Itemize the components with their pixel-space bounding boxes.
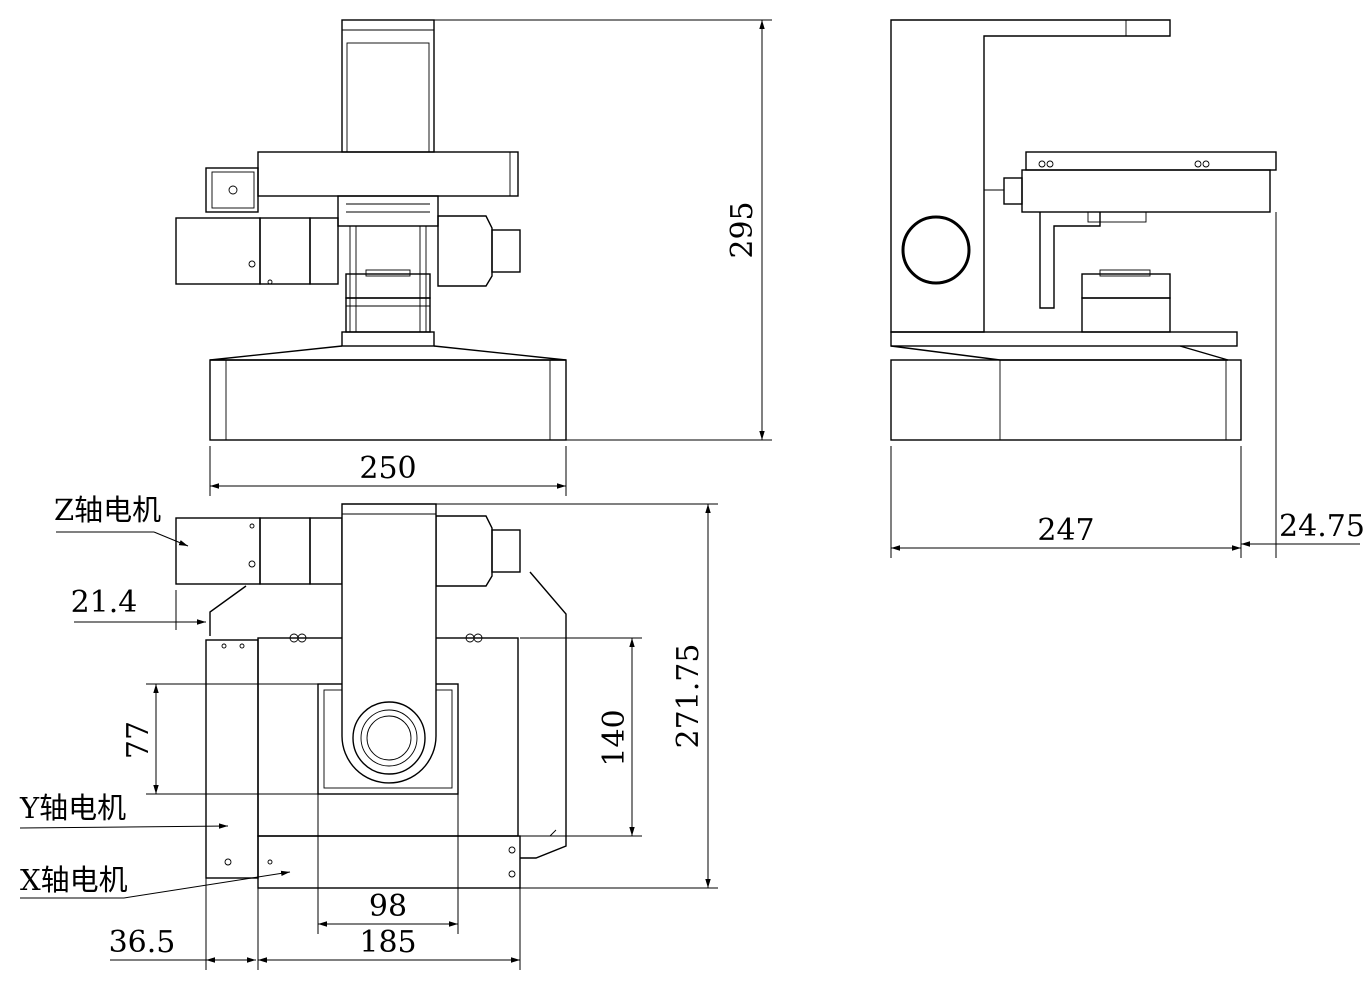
front-view [175,19,567,441]
side-view [890,19,1277,441]
dim-271-75: 271.75 [671,644,706,749]
label-z-motor: Z轴电机 [54,493,161,527]
dim-98: 98 [369,889,407,924]
dim-77: 77 [121,721,156,759]
plan-view [175,503,567,889]
dim-36-5: 36.5 [109,925,176,960]
knob-circle [901,215,971,285]
dim-247: 247 [1037,513,1094,548]
dim-24-75: 24.75 [1279,509,1365,544]
dim-185: 185 [359,925,416,960]
label-x-motor: X轴电机 [20,863,128,897]
dimension-lines [19,19,1360,970]
dim-295: 295 [725,201,760,258]
dimension-texts: 295 250 247 24.75 21.4 271.75 140 77 98 … [71,201,1365,960]
dim-140: 140 [597,709,632,766]
part-labels: Z轴电机 Y轴电机 X轴电机 [19,493,161,897]
dim-21-4: 21.4 [71,585,138,620]
dim-250: 250 [359,451,416,486]
label-y-motor: Y轴电机 [19,791,126,825]
